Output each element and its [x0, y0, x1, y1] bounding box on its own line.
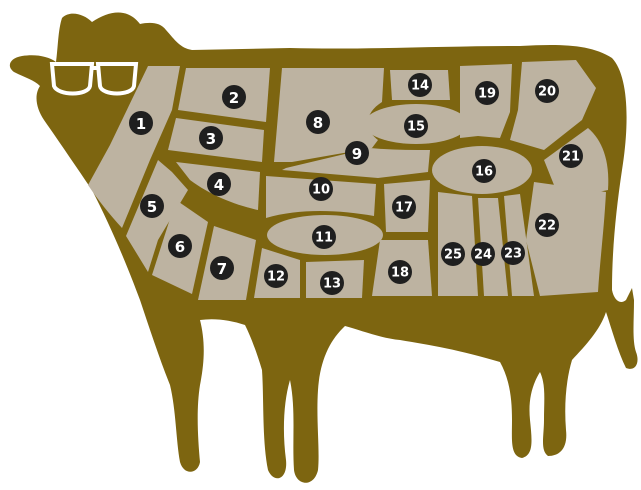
cut-6-label: 6 [175, 238, 185, 256]
cut-21-label: 21 [562, 150, 580, 165]
cut-25-marker: 25 [441, 242, 465, 266]
cut-14-label: 14 [411, 79, 429, 94]
cut-8-marker: 8 [306, 110, 330, 134]
cut-7-label: 7 [217, 260, 227, 278]
cut-22-marker: 22 [535, 213, 559, 237]
cut-4-label: 4 [214, 176, 224, 194]
cut-7-marker: 7 [210, 256, 234, 280]
cut-9-marker: 9 [345, 141, 369, 165]
cut-24-label: 24 [474, 248, 492, 263]
cut-11-label: 11 [315, 231, 333, 246]
cut-1-label: 1 [136, 115, 146, 133]
cut-3-label: 3 [206, 130, 216, 148]
cut-19-label: 19 [478, 87, 496, 102]
cut-18-marker: 18 [388, 260, 412, 284]
cut-region-22 [526, 182, 606, 296]
cut-17-label: 17 [395, 201, 413, 216]
cut-5-marker: 5 [140, 194, 164, 218]
cut-24-marker: 24 [471, 242, 495, 266]
cut-13-marker: 13 [320, 271, 344, 295]
cut-12-marker: 12 [264, 264, 288, 288]
cut-18-label: 18 [391, 266, 409, 281]
cut-23-marker: 23 [501, 241, 525, 265]
cut-1-marker: 1 [129, 111, 153, 135]
cut-12-label: 12 [267, 270, 285, 285]
cut-10-marker: 10 [309, 177, 333, 201]
cut-13-label: 13 [323, 277, 341, 292]
cut-2-label: 2 [229, 89, 239, 107]
cut-14-marker: 14 [408, 73, 432, 97]
cut-2-marker: 2 [222, 85, 246, 109]
cut-8-label: 8 [313, 114, 323, 132]
cut-20-marker: 20 [535, 79, 559, 103]
cut-15-marker: 15 [404, 114, 428, 138]
cut-20-label: 20 [538, 85, 556, 100]
cut-6-marker: 6 [168, 234, 192, 258]
cut-23-label: 23 [504, 247, 522, 262]
cut-21-marker: 21 [559, 144, 583, 168]
cut-17-marker: 17 [392, 195, 416, 219]
cut-16-marker: 16 [472, 159, 496, 183]
cut-19-marker: 19 [475, 81, 499, 105]
cut-25-label: 25 [444, 248, 462, 263]
cut-11-marker: 11 [312, 225, 336, 249]
cut-10-label: 10 [312, 183, 330, 198]
cut-22-label: 22 [538, 219, 556, 234]
cut-3-marker: 3 [199, 126, 223, 150]
cut-16-label: 16 [475, 165, 493, 180]
cut-15-label: 15 [407, 120, 425, 135]
cut-4-marker: 4 [207, 172, 231, 196]
cut-5-label: 5 [147, 198, 157, 216]
cut-9-label: 9 [352, 145, 362, 163]
